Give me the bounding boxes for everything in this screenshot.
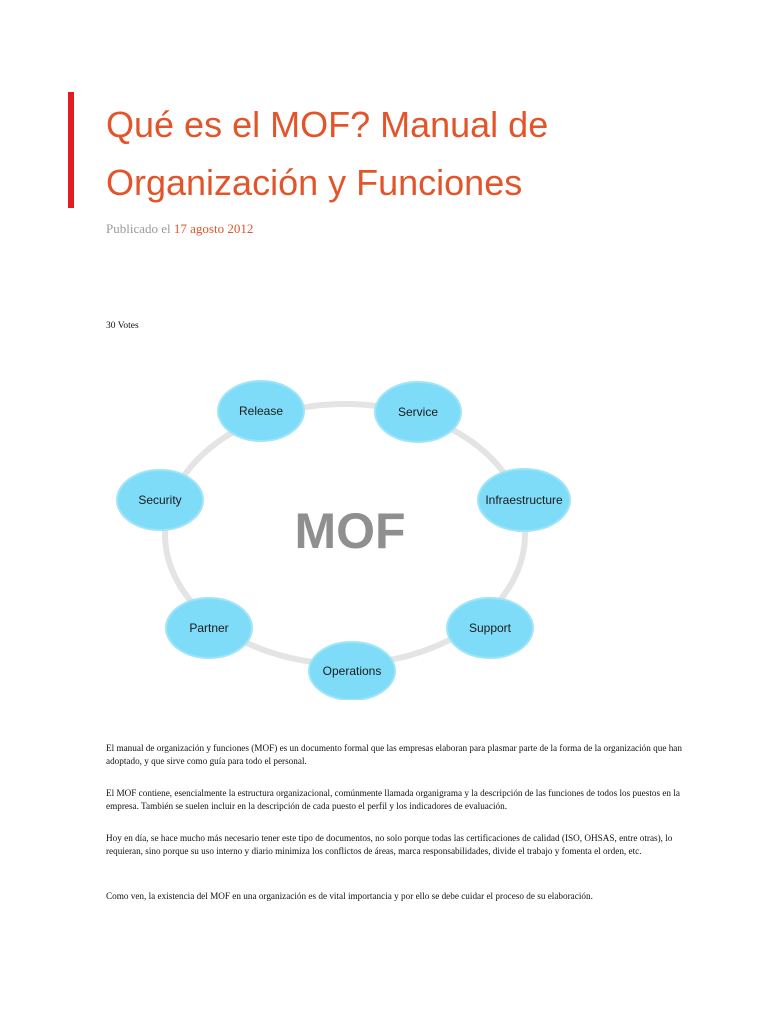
diagram-node-label: Partner xyxy=(189,621,228,635)
mof-diagram: MOF Release Service Infraestructure Supp… xyxy=(116,380,571,700)
diagram-node-partner: Partner xyxy=(165,597,253,659)
diagram-node-label: Security xyxy=(138,493,181,507)
diagram-node-label: Infraestructure xyxy=(485,493,563,507)
diagram-node-infraestructure: Infraestructure xyxy=(477,468,571,532)
paragraph-importance: Hoy en día, se hace mucho más necesario … xyxy=(106,833,673,856)
diagram-node-label: Service xyxy=(398,405,438,419)
paragraph-definition: El manual de organización y funciones (M… xyxy=(106,743,682,766)
diagram-node-label: Operations xyxy=(323,664,382,678)
diagram-node-operations: Operations xyxy=(308,641,396,700)
diagram-node-release: Release xyxy=(217,380,305,442)
paragraph-conclusion: Como ven, la existencia del MOF en una o… xyxy=(106,891,593,901)
published-prefix: Publicado el xyxy=(106,221,171,236)
diagram-center-label: MOF xyxy=(294,503,405,559)
votes-count: 30 Votes xyxy=(106,321,139,331)
article-title: Qué es el MOF? Manual de Organización y … xyxy=(106,104,549,203)
paragraph-contents: El MOF contiene, esencialmente la estruc… xyxy=(106,788,680,811)
diagram-node-support: Support xyxy=(446,597,534,659)
published-line: Publicado el 17 agosto 2012 xyxy=(106,221,253,237)
diagram-node-security: Security xyxy=(116,469,204,531)
diagram-node-service: Service xyxy=(374,381,462,443)
published-date-link[interactable]: 17 agosto 2012 xyxy=(173,221,254,236)
diagram-node-label: Release xyxy=(239,404,283,418)
title-accent-bar xyxy=(68,92,74,208)
diagram-node-label: Support xyxy=(469,621,512,635)
